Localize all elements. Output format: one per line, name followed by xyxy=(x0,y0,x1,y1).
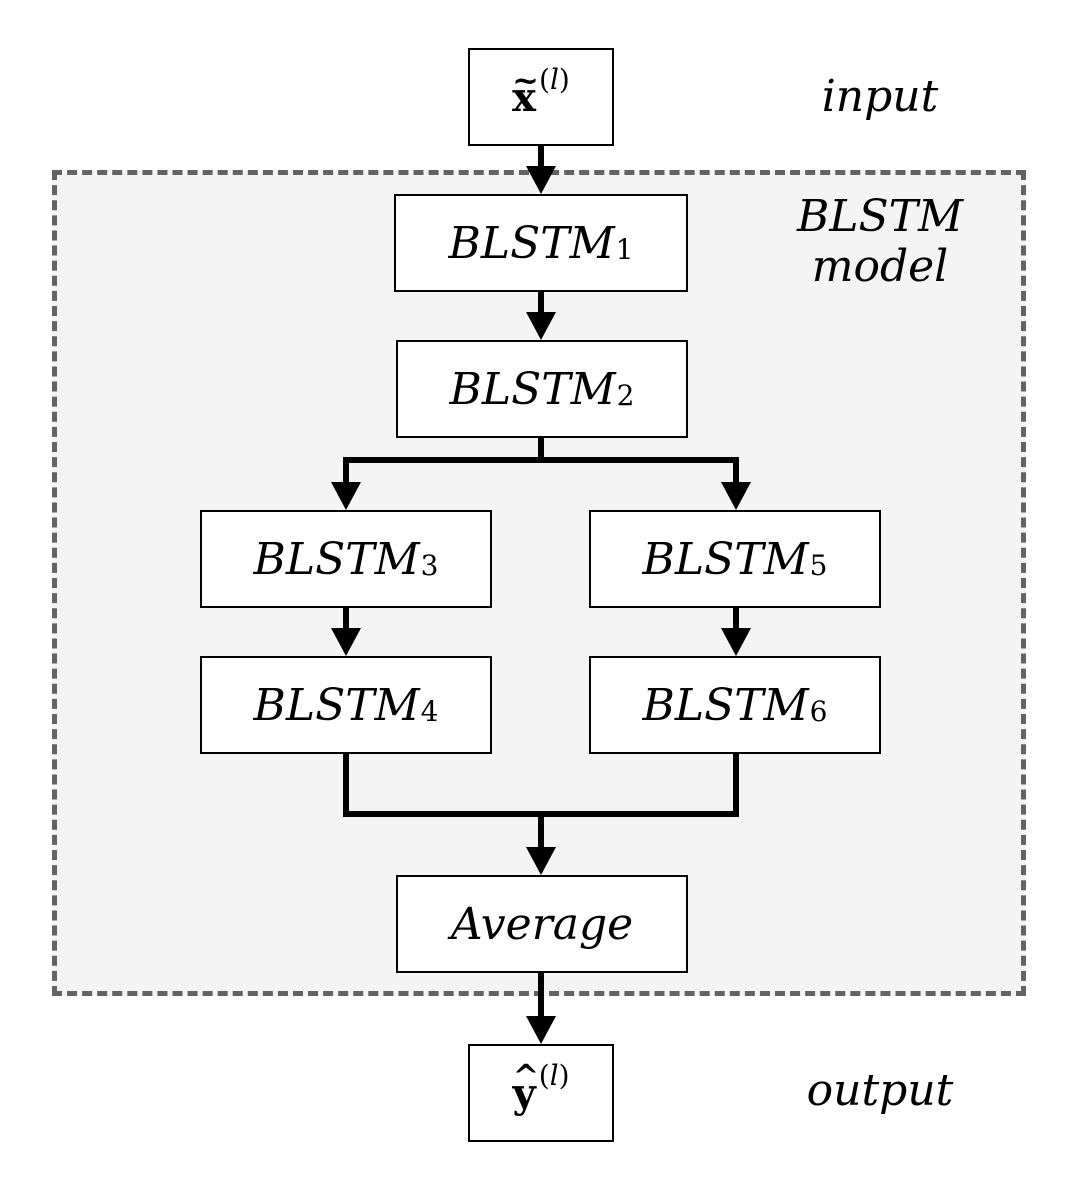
input-variable: ~x xyxy=(512,64,539,121)
output-variable: ^y xyxy=(512,1060,539,1117)
blstm-6-index: 6 xyxy=(809,694,828,728)
input-label: input xyxy=(821,71,939,122)
blstm-5-index: 5 xyxy=(809,548,828,582)
average-label: Average xyxy=(450,898,634,950)
model-region-label-line1: BLSTM xyxy=(796,191,964,242)
output-label: output xyxy=(806,1065,954,1116)
blstm-4-name: BLSTM xyxy=(253,679,420,731)
arrowhead-blstm6 xyxy=(721,628,751,656)
output-variable-letter: y xyxy=(512,1069,536,1117)
blstm-1-index: 1 xyxy=(615,232,634,266)
blstm-6-name: BLSTM xyxy=(642,679,809,731)
input-variable-letter: x xyxy=(512,73,536,121)
output-node: ^y(l) xyxy=(468,1044,614,1142)
output-superscript: (l) xyxy=(538,1058,570,1092)
output-hat-accent: ^ xyxy=(512,1056,540,1095)
arrowhead-output xyxy=(526,1016,556,1044)
arrowhead-blstm5 xyxy=(721,482,751,510)
edge-blstm2-to-blstm3 xyxy=(343,438,544,484)
average-node: Average xyxy=(396,875,688,973)
blstm-3-index: 3 xyxy=(420,548,439,582)
blstm-4-index: 4 xyxy=(420,694,439,728)
blstm-2-index: 2 xyxy=(616,378,635,412)
edge-blstm2-to-blstm5 xyxy=(541,457,739,484)
blstm-3-name: BLSTM xyxy=(253,533,420,585)
edge-merge-blstm4-blstm6 xyxy=(343,754,739,817)
input-tilde-accent: ~ xyxy=(512,60,539,99)
input-superscript: (l) xyxy=(539,62,570,96)
arrowhead-blstm3 xyxy=(331,482,361,510)
arrowhead-blstm4 xyxy=(331,628,361,656)
blstm-5-name: BLSTM xyxy=(642,533,809,585)
arrowhead-blstm1 xyxy=(526,166,556,194)
model-region-label-line2: model xyxy=(811,241,949,292)
model-region-label: BLSTM model xyxy=(770,192,990,292)
arrowhead-average xyxy=(526,847,556,875)
input-node: ~x(l) xyxy=(468,48,614,146)
blstm-1-name: BLSTM xyxy=(448,217,615,269)
blstm-2-name: BLSTM xyxy=(449,363,616,415)
arrowhead-blstm2 xyxy=(526,312,556,340)
